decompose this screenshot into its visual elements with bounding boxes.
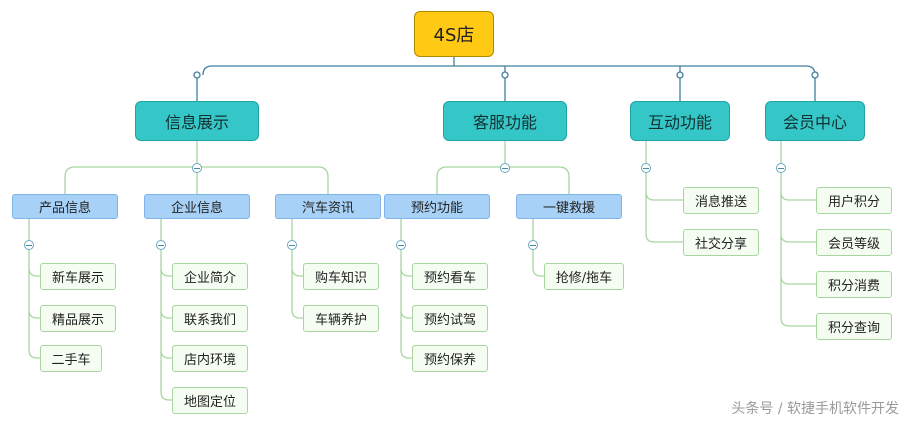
collapse-toggle-booking[interactable]	[396, 240, 406, 250]
connector-member-leaves	[780, 141, 816, 327]
branch-joint	[501, 71, 509, 79]
branch-joint	[676, 71, 684, 79]
collapse-toggle-member-center[interactable]	[776, 163, 786, 173]
connector-news-leaves	[291, 219, 303, 319]
collapse-toggle-info-display[interactable]	[192, 163, 202, 173]
sub-one-key-rescue[interactable]: 一键救援	[516, 194, 622, 219]
leaf-repair-tow[interactable]: 抢修/拖车	[544, 263, 624, 290]
collapse-toggle-auto-news[interactable]	[287, 240, 297, 250]
branch-joint	[811, 71, 819, 79]
root-node[interactable]: 4S店	[414, 11, 494, 57]
collapse-toggle-customer-service[interactable]	[500, 163, 510, 173]
leaf-contact-us[interactable]: 联系我们	[172, 305, 248, 332]
collapse-toggle-rescue[interactable]	[528, 240, 538, 250]
connector-product-leaves	[28, 219, 40, 359]
collapse-toggle-interaction[interactable]	[641, 163, 651, 173]
sub-auto-news[interactable]: 汽车资讯	[275, 194, 381, 219]
leaf-book-viewing[interactable]: 预约看车	[412, 263, 488, 290]
leaf-company-intro[interactable]: 企业简介	[172, 263, 248, 290]
connector-company-leaves	[160, 219, 172, 401]
leaf-vehicle-maintenance[interactable]: 车辆养护	[303, 305, 379, 332]
connector-root-to-branches	[202, 56, 816, 76]
leaf-map-location[interactable]: 地图定位	[172, 387, 248, 414]
branch-customer-service[interactable]: 客服功能	[443, 101, 567, 141]
leaf-points-spending[interactable]: 积分消费	[816, 271, 892, 298]
branch-interaction[interactable]: 互动功能	[630, 101, 730, 141]
connector-interact-leaves	[645, 141, 683, 243]
collapse-toggle-product-info[interactable]	[24, 240, 34, 250]
connector-booking-leaves	[400, 219, 412, 359]
sub-product-info[interactable]: 产品信息	[12, 194, 118, 219]
leaf-book-test-drive[interactable]: 预约试驾	[412, 305, 488, 332]
watermark-text: 头条号 / 软捷手机软件开发	[731, 401, 899, 417]
sub-booking[interactable]: 预约功能	[384, 194, 490, 219]
leaf-user-points[interactable]: 用户积分	[816, 187, 892, 214]
leaf-used-car[interactable]: 二手车	[40, 345, 102, 372]
collapse-toggle-company-info[interactable]	[156, 240, 166, 250]
branch-info-display[interactable]: 信息展示	[135, 101, 259, 141]
leaf-premium-display[interactable]: 精品展示	[40, 305, 116, 332]
branch-joint	[193, 71, 201, 79]
sub-company-info[interactable]: 企业信息	[144, 194, 250, 219]
connector-joint-to-main	[196, 78, 816, 101]
branch-member-center[interactable]: 会员中心	[765, 101, 865, 141]
leaf-store-environment[interactable]: 店内环境	[172, 345, 248, 372]
leaf-book-service[interactable]: 预约保养	[412, 345, 488, 372]
leaf-social-share[interactable]: 社交分享	[683, 229, 759, 256]
leaf-buying-knowledge[interactable]: 购车知识	[303, 263, 379, 290]
leaf-new-car-display[interactable]: 新车展示	[40, 263, 116, 290]
connector-rescue-leaves	[532, 219, 544, 277]
leaf-message-push[interactable]: 消息推送	[683, 187, 759, 214]
leaf-member-level[interactable]: 会员等级	[816, 229, 892, 256]
leaf-points-query[interactable]: 积分查询	[816, 313, 892, 340]
